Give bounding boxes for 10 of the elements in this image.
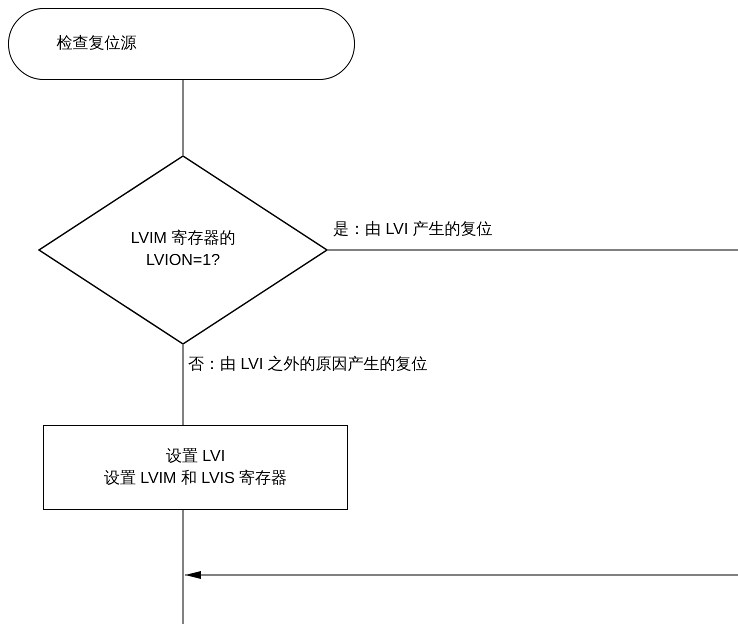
- node-text: 检查复位源: [56, 34, 136, 54]
- node-text: LVIM 寄存器的 LVION=1?: [130, 228, 236, 271]
- terminal-box: [8, 8, 355, 80]
- connector-line: [182, 510, 184, 624]
- connector-line: [182, 80, 184, 156]
- decision-diamond: [38, 155, 328, 345]
- process-box: [43, 425, 348, 510]
- node-text: 设置 LVI: [166, 446, 226, 466]
- node-text: 设置 LVIM 和 LVIS 寄存器: [104, 468, 288, 488]
- connector-line: [182, 344, 184, 426]
